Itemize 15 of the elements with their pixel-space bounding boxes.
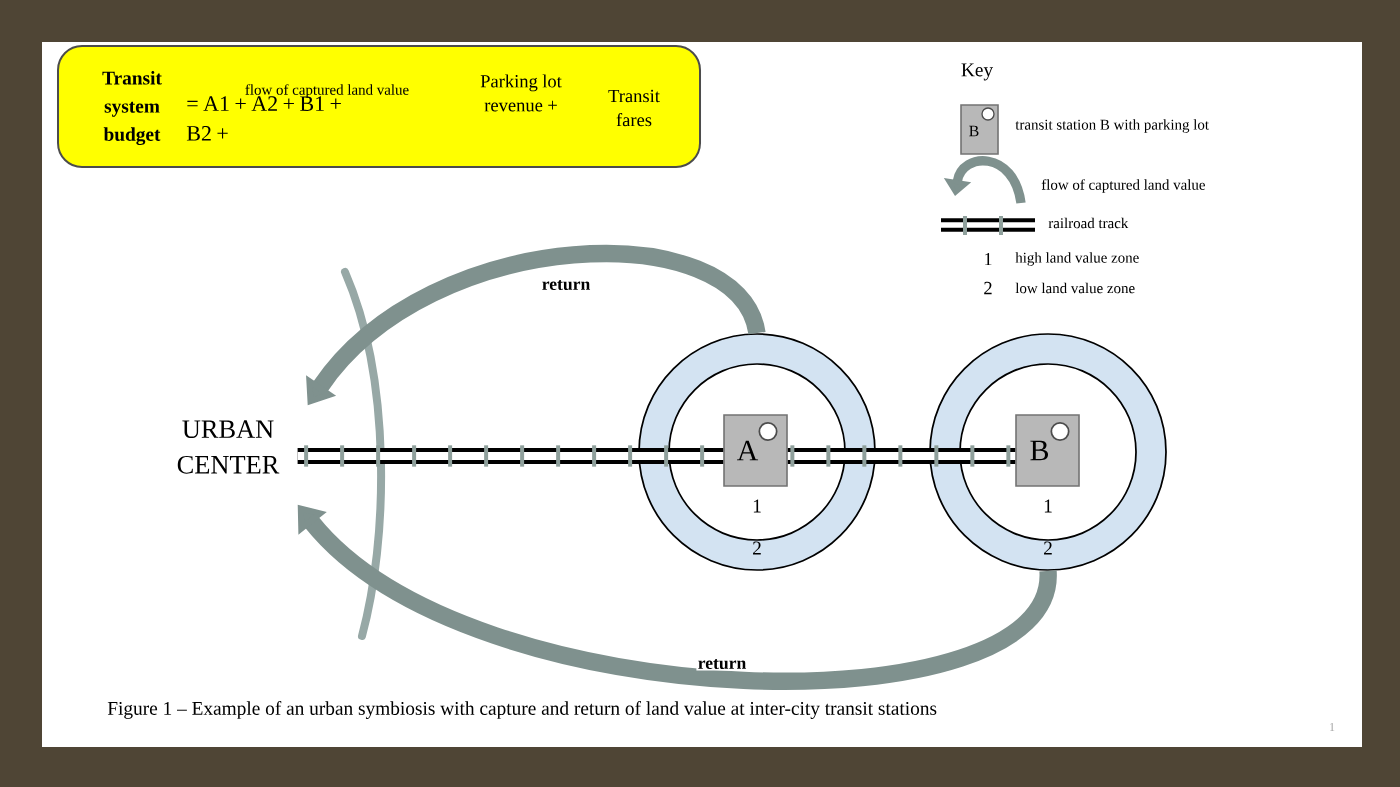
- legend-text: low land value zone: [1015, 282, 1135, 294]
- legend-text: flow of captured land value: [1041, 179, 1205, 193]
- page-number: 1: [1330, 722, 1335, 732]
- key-heading: Key: [961, 63, 994, 81]
- station-letter: B: [969, 125, 979, 137]
- zone-number: 1: [985, 252, 992, 266]
- station-box: A: [723, 414, 788, 487]
- legend-text: high land value zone: [1015, 252, 1139, 266]
- legend-text: transit station B with parking lot: [1015, 119, 1209, 133]
- zone-number: 2: [984, 281, 992, 295]
- urban-center-label: URBAN CENTER: [177, 420, 280, 474]
- legend-text: railroad track: [1048, 217, 1129, 229]
- budget-box: Transit system budget flow of captured land value = A1 + A2 + B1 + B2 + Parking lot revenue + Transit fares: [57, 45, 701, 168]
- figure-caption: Figure 1 – Example of an urban symbiosis with capture and return of land value at inter-city transit stations: [107, 701, 937, 719]
- station-box: B: [1015, 414, 1080, 487]
